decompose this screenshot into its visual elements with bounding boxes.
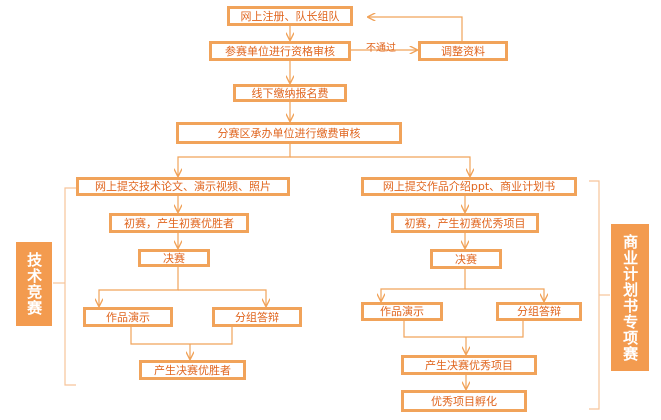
biz-winners-box: 产生决赛优秀项目: [401, 355, 537, 375]
arrow-tech-final-defense: [178, 289, 266, 306]
biz-defense-box: 分组答辩: [496, 302, 582, 321]
tech-prelim-box: 初赛，产生初赛优胜者: [109, 213, 249, 233]
biz-bracket: [589, 180, 600, 410]
tech-demo-box: 作品演示: [83, 307, 173, 327]
biz-merge-line: [403, 320, 524, 338]
arrow-tech-final-demo: [99, 266, 179, 306]
pay-fee-box: 线下缴纳报名费: [233, 84, 347, 102]
biz-final-box: 决赛: [430, 249, 502, 269]
biz-demo-box: 作品演示: [361, 302, 443, 321]
tech-bracket: [64, 187, 76, 386]
arrow-adjust-back: [368, 17, 463, 41]
arrow-biz-final-demo: [381, 268, 466, 301]
tech-winners-box: 产生决赛优胜者: [139, 360, 246, 380]
tech-track-label: 技术竞赛: [16, 242, 52, 326]
division-review-box: 分赛区承办单位进行缴费审核: [176, 122, 402, 144]
register-box: 网上注册、队长组队: [227, 6, 353, 26]
not-passed-label: 不通过: [366, 43, 396, 54]
arrow-split-tech: [178, 143, 291, 176]
qualification-review-box: 参赛单位进行资格审核: [209, 41, 351, 61]
tech-defense-box: 分组答辩: [212, 307, 302, 327]
tech-submit-box: 网上提交技术论文、演示视频、照片: [76, 177, 290, 196]
biz-submit-box: 网上提交作品介绍ppt、商业计划书: [361, 177, 577, 196]
tech-merge-line: [130, 326, 233, 345]
biz-track-label: 商业计划书专项赛: [611, 224, 649, 371]
tech-final-box: 决赛: [138, 249, 210, 267]
biz-prelim-box: 初赛，产生初赛优秀项目: [391, 213, 539, 233]
arrow-biz-final-defense: [465, 288, 544, 301]
biz-incubation-box: 优秀项目孵化: [401, 390, 527, 412]
adjust-materials-box: 调整资料: [418, 41, 508, 61]
arrow-split-biz: [290, 156, 470, 176]
